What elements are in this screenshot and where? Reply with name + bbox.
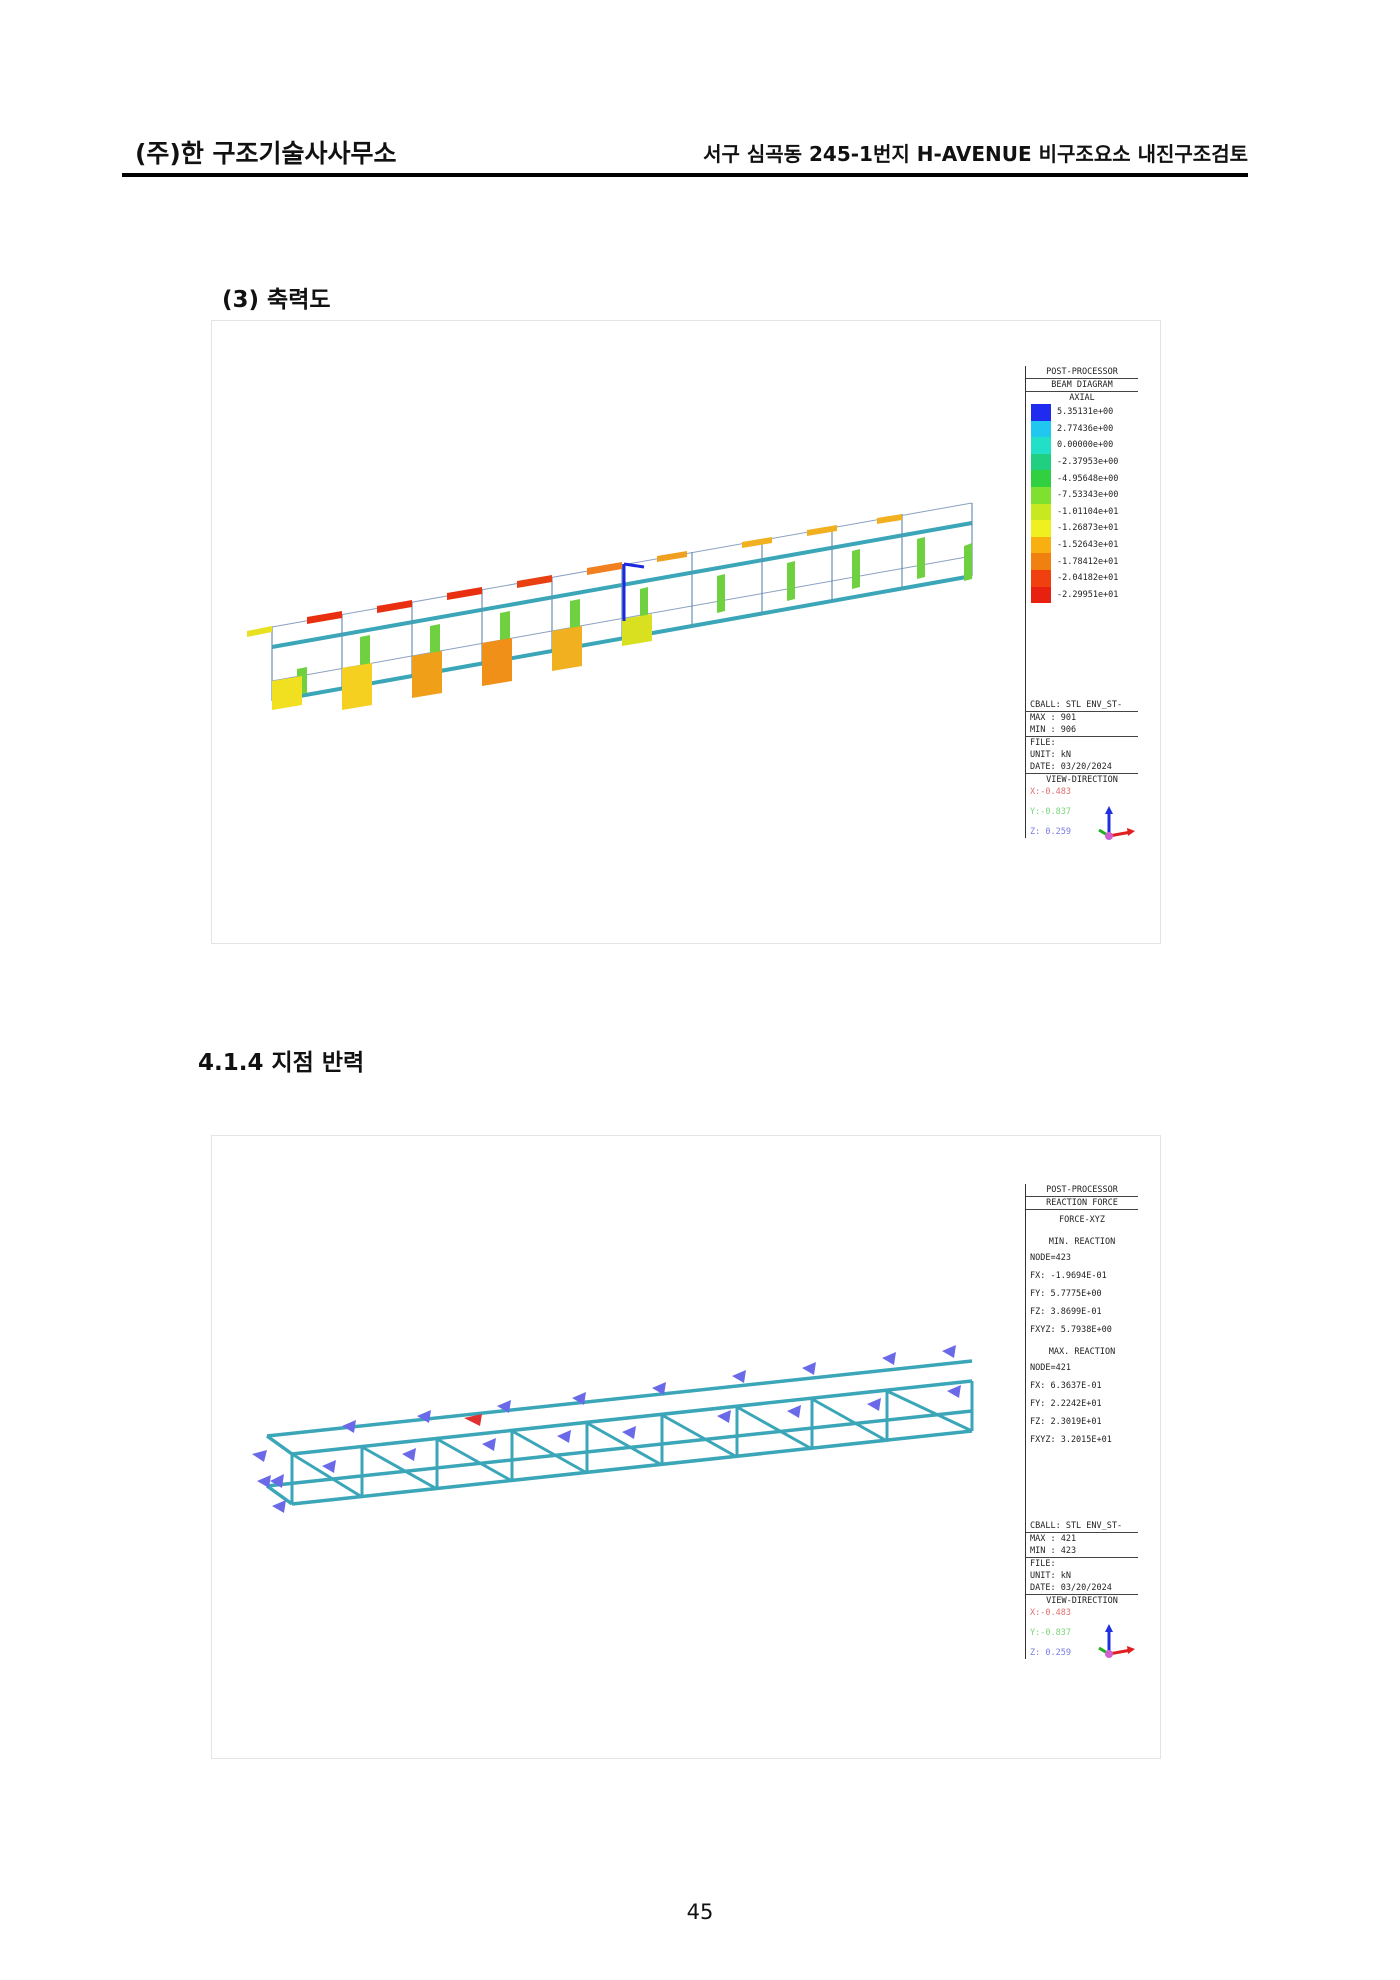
axial-legend: POST-PROCESSOR BEAM DIAGRAM AXIAL 5.3513… (1025, 366, 1138, 839)
section-title-axial: (3) 축력도 (222, 287, 331, 313)
color-scale-row: 2.77436e+00 (1026, 420, 1138, 438)
page-number: 45 (686, 1900, 714, 1924)
legend-line: POST-PROCESSOR (1026, 366, 1138, 379)
color-scale-row: 5.35131e+00 (1026, 404, 1138, 421)
color-scale-row: 0.00000e+00 (1026, 437, 1138, 454)
legend-line: AXIAL (1069, 393, 1095, 403)
color-scale-value: 0.00000e+00 (1057, 440, 1114, 451)
color-scale-row: -1.52643e+01 (1026, 536, 1138, 554)
legend-line: FX: 6.3637E-01 (1030, 1381, 1102, 1391)
legend-line: FXYZ: 3.2015E+01 (1030, 1435, 1112, 1445)
color-swatch (1031, 553, 1051, 570)
project-title: 서구 심곡동 245-1번지 H-AVENUE 비구조요소 내진구조검토 (703, 142, 1248, 166)
color-scale-row: -7.53343e+00 (1026, 486, 1138, 504)
color-scale: 5.35131e+00 2.77436e+00 0.00000e+00 -2.3795… (1026, 404, 1138, 604)
color-scale-value: -7.53343e+00 (1057, 490, 1119, 501)
legend-line: BEAM DIAGRAM (1026, 379, 1138, 392)
color-swatch (1031, 453, 1051, 471)
legend-line: REACTION FORCE (1026, 1197, 1138, 1210)
legend-line: FY: 2.2242E+01 (1030, 1399, 1102, 1409)
color-scale-value: -2.04182e+01 (1057, 573, 1119, 584)
legend-line: MIN : 906 (1026, 724, 1138, 738)
color-swatch (1031, 569, 1051, 587)
header-divider (122, 173, 1248, 177)
legend-line: NODE=423 (1030, 1253, 1071, 1263)
reaction-legend: POST-PROCESSOR REACTION FORCE FORCE-XYZ … (1025, 1184, 1138, 1659)
legend-line: DATE: 03/20/2024 (1026, 1582, 1138, 1595)
legend-line: FZ: 3.8699E-01 (1030, 1307, 1102, 1317)
color-swatch (1031, 404, 1051, 421)
legend-line: X:-0.483 (1030, 1608, 1071, 1618)
color-swatch (1031, 536, 1051, 554)
legend-line: MIN. REACTION (1048, 1237, 1116, 1247)
legend-line: Z: 0.259 (1030, 1648, 1071, 1658)
legend-line: CBALL: STL ENV_ST- (1026, 1520, 1138, 1533)
legend-line: VIEW-DIRECTION (1046, 775, 1118, 786)
legend-line: FZ: 2.3019E+01 (1030, 1417, 1102, 1427)
color-swatch (1031, 503, 1051, 521)
legend-line: NODE=421 (1030, 1363, 1071, 1373)
legend-line: FILE: (1030, 1559, 1056, 1569)
color-scale-row: -2.29951e+01 (1026, 586, 1138, 604)
color-scale-value: -1.26873e+01 (1057, 523, 1119, 534)
color-swatch (1031, 486, 1051, 504)
company-name: (주)한 구조기술사사무소 (135, 139, 397, 168)
color-swatch (1031, 437, 1051, 454)
color-scale-value: -1.01104e+01 (1057, 506, 1119, 517)
legend-line: DATE: 03/20/2024 (1026, 761, 1138, 775)
legend-line: Y:-0.837 (1030, 807, 1071, 818)
color-scale-value: -2.29951e+01 (1057, 589, 1119, 600)
axis-triad-icon (1098, 1624, 1135, 1658)
legend-line: FILE: (1030, 738, 1056, 749)
reaction-force-diagram (252, 1345, 974, 1513)
legend-line: MAX : 901 (1030, 713, 1077, 724)
color-scale-value: 5.35131e+00 (1057, 407, 1114, 418)
color-scale-row: -1.78412e+01 (1026, 553, 1138, 570)
color-scale-row: -2.37953e+00 (1026, 453, 1138, 471)
axial-force-diagram (247, 502, 973, 710)
legend-line: Z: 0.259 (1030, 827, 1071, 838)
legend-line: FORCE-XYZ (1058, 1215, 1106, 1225)
legend-line: VIEW-DIRECTION (1046, 1596, 1118, 1606)
color-scale-row: -1.01104e+01 (1026, 503, 1138, 521)
axial-force-figure: POST-PROCESSOR BEAM DIAGRAM AXIAL 5.3513… (211, 320, 1161, 944)
legend-line: X:-0.483 (1030, 787, 1071, 798)
legend-line: FXYZ: 5.7938E+00 (1030, 1325, 1112, 1335)
color-scale-value: -4.95648e+00 (1057, 473, 1119, 484)
color-scale-value: 2.77436e+00 (1057, 423, 1114, 434)
color-scale-value: -2.37953e+00 (1057, 457, 1119, 468)
axis-triad-icon (1098, 806, 1135, 840)
legend-line: UNIT: kN (1030, 1571, 1071, 1581)
color-scale-value: -1.78412e+01 (1057, 556, 1119, 567)
reaction-force-figure: POST-PROCESSOR REACTION FORCE FORCE-XYZ … (211, 1135, 1161, 1759)
color-swatch (1031, 520, 1051, 537)
legend-line: FX: -1.9694E-01 (1030, 1271, 1107, 1281)
legend-line: UNIT: kN (1030, 750, 1071, 761)
color-swatch (1031, 470, 1051, 487)
color-scale-row: -2.04182e+01 (1026, 569, 1138, 587)
legend-line: POST-PROCESSOR (1026, 1184, 1138, 1197)
legend-line: Y:-0.837 (1030, 1628, 1071, 1638)
color-scale-value: -1.52643e+01 (1057, 540, 1119, 551)
color-scale-row: -4.95648e+00 (1026, 470, 1138, 487)
legend-line: MAX. REACTION (1048, 1347, 1116, 1357)
legend-line: MIN : 423 (1026, 1545, 1138, 1558)
color-swatch (1031, 586, 1051, 604)
color-swatch (1031, 420, 1051, 438)
section-title-reaction: 4.1.4 지점 반력 (198, 1050, 365, 1076)
legend-line: MAX : 421 (1030, 1534, 1077, 1544)
legend-line: CBALL: STL ENV_ST- (1026, 699, 1138, 713)
color-scale-row: -1.26873e+01 (1026, 520, 1138, 537)
legend-line: FY: 5.7775E+00 (1030, 1289, 1102, 1299)
